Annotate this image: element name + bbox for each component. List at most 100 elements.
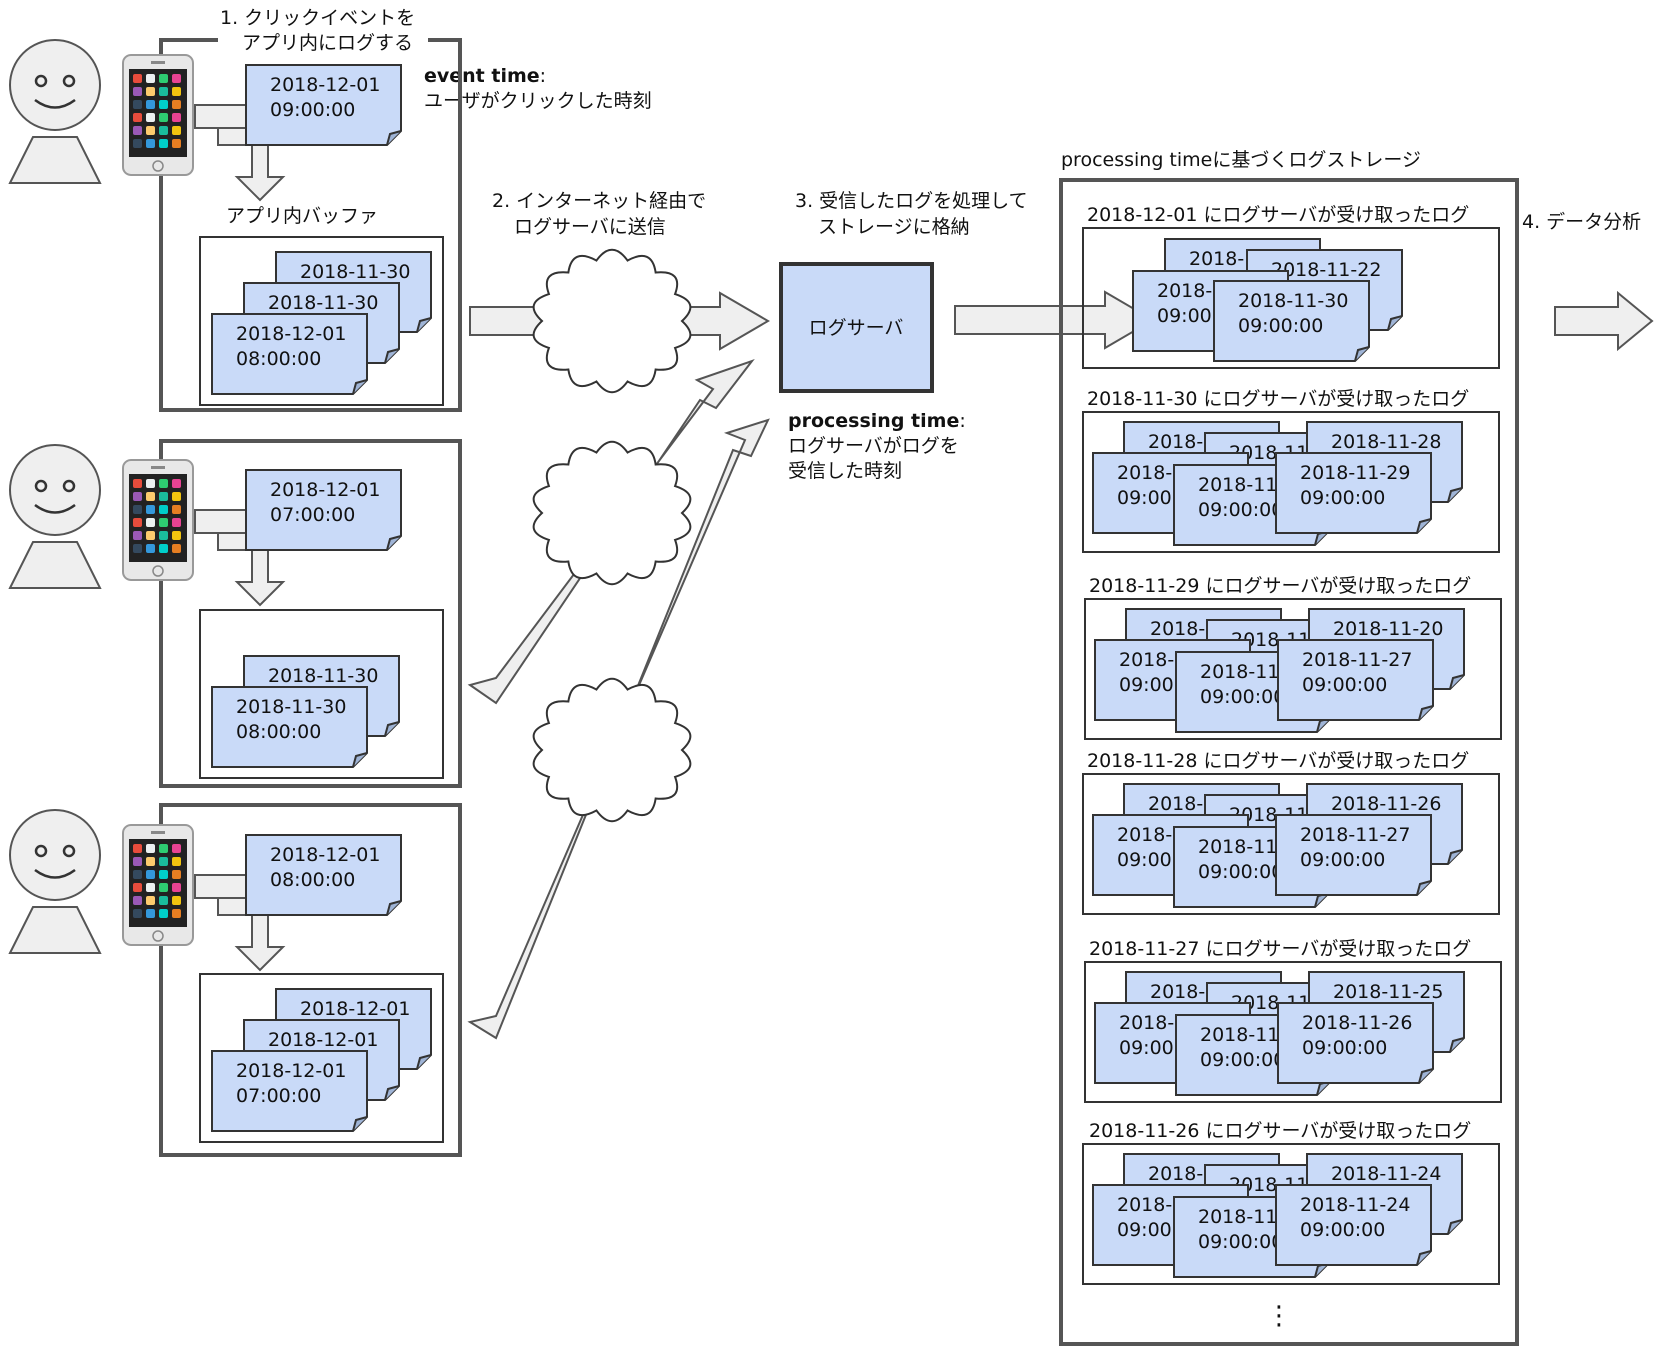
log-time: 09:00:00 [1198,1231,1283,1253]
arrow-icon [467,418,770,1040]
log-date: 2018- [1150,981,1205,1003]
log-date: 2018-12-01 [268,1029,378,1051]
partition-title: 2018-11-26 にログサーバが受け取ったログ [1089,1120,1471,1142]
log-date: 2018-11-27 [1300,824,1410,846]
log-time: 09:00:00 [1300,1219,1385,1241]
buffered-log-document: 2018-12-01 08:00:00 [211,313,368,395]
log-date: 2018-11-22 [1271,259,1381,281]
user-frame-3 [159,803,462,1157]
log-date: 2018-11-29 [1300,462,1410,484]
log-date: 2018-11-30 [1238,290,1348,312]
log-time: 07:00:00 [270,504,355,526]
partition-box [1082,227,1500,369]
partition-title: 2018-11-27 にログサーバが受け取ったログ [1089,938,1471,960]
person-icon [8,39,102,184]
partition-box [1084,598,1502,740]
partition-title: 2018-11-28 にログサーバが受け取ったログ [1087,750,1469,772]
buffer-label: アプリ内バッファ [226,205,378,227]
user-frame-1: アプリ内バッファ [159,38,462,412]
network-arrows [467,291,770,1040]
partition-box [1082,773,1500,915]
log-date: 2018-11-27 [1302,649,1412,671]
processing-time-term-text: processing time [788,410,959,432]
event-time-term-text: event time [424,65,540,87]
log-date: 2018-12-01 [270,74,380,96]
log-time: 09:00: [1119,1037,1180,1059]
event-time-term: event time: [424,65,546,87]
log-time: 09:00:00 [1302,1037,1387,1059]
partition-box [1082,411,1500,553]
log-time: 09:00: [1119,674,1180,696]
log-date: 2018- [1148,1163,1203,1185]
log-date: 2018- [1117,824,1172,846]
user-frame-2 [159,439,462,788]
step1-label-line2: アプリ内にログする [242,32,413,54]
log-time: 09:00:00 [1200,1049,1285,1071]
log-date: 2018-11- [1198,474,1284,496]
log-time: 08:00:00 [236,721,321,743]
processing-time-term: processing time: [788,410,966,432]
log-date: 2018- [1148,793,1203,815]
log-time: 09:00:00 [1302,674,1387,696]
step3-label-line2: ストレージに格納 [818,216,970,238]
log-time: 09:00: [1117,1219,1178,1241]
log-date: 2018- [1117,1194,1172,1216]
log-server: ログサーバ [779,262,934,393]
step1-label-line1: 1. クリックイベントを [220,7,415,29]
partition-title: 2018-11-29 にログサーバが受け取ったログ [1089,575,1471,597]
log-time: 09:00: [1117,487,1178,509]
app-buffer-box [199,236,444,406]
step2-label-line2: ログサーバに送信 [514,216,666,238]
log-date: 2018- [1150,618,1205,640]
log-time: 08:00:00 [236,348,321,370]
log-date: 2018-12-01 [270,479,380,501]
log-date: 2018-1 [1189,248,1256,270]
log-date: 2018-11-26 [1331,793,1441,815]
log-date: 2018-11-30 [300,261,410,283]
log-date: 2018-11-28 [1331,431,1441,453]
person-icon [8,809,102,954]
log-time: 09:00:00 [1300,487,1385,509]
event-time-colon: : [540,65,546,87]
log-date: 2018-11-30 [268,665,378,687]
arrow-icon [954,290,1155,350]
log-time: 09:00: [1157,305,1218,327]
log-time: 08:00:00 [270,869,355,891]
log-time: 09:00:00 [1198,861,1283,883]
log-storage: processing timeに基づくログストレージ [1059,149,1519,1346]
log-time: 09:00:00 [1198,499,1283,521]
log-date: 2018- [1119,1012,1174,1034]
step3-label-line1: 3. 受信したログを処理して [795,190,1028,212]
smartphone-icon [122,824,194,946]
log-date: 2018-11- [1200,1024,1286,1046]
log-date: 2018-11- [1198,1206,1284,1228]
cloud-icon [532,677,692,823]
partition-title: 2018-12-01 にログサーバが受け取ったログ [1087,204,1469,226]
partition-title: 2018-11-30 にログサーバが受け取ったログ [1087,388,1469,410]
log-time: 09:00:00 [1238,315,1323,337]
log-time: 09:00:00 [1200,686,1285,708]
step2-label-line1: 2. インターネット経由で [492,190,706,212]
log-date: 2018-12-01 [236,1060,346,1082]
stored-log-document: 2018-11-29 09:00:00 [1275,452,1432,534]
log-time: 09:00: [1117,849,1178,871]
clouds-layer [532,248,692,823]
log-date: 2018-12-01 [236,323,346,345]
log-date: 2018-11-30 [268,292,378,314]
partition-box [1082,1143,1500,1285]
log-date: 2018-11-20 [1333,618,1443,640]
processing-time-desc-line1: ログサーバがログを [788,435,959,457]
processing-time-colon: : [959,410,965,432]
cloud-icon [532,440,692,586]
log-time: 07:00:00 [236,1085,321,1107]
